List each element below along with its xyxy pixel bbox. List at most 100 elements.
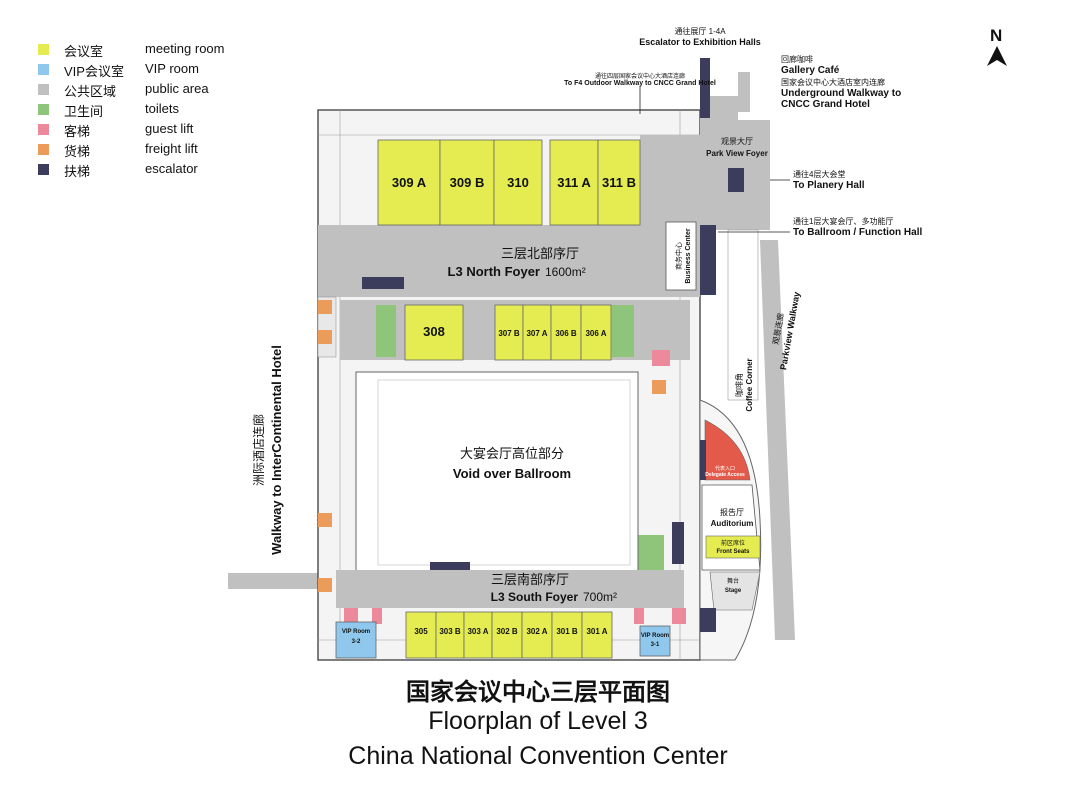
room-308[interactable] [404, 304, 464, 361]
room-label: 301 A [586, 627, 607, 636]
gallery-cafe-strip [738, 72, 750, 112]
coffee-en: Coffee Corner [745, 358, 754, 411]
room-label: 309 A [392, 175, 427, 190]
leader-lines [639, 86, 790, 233]
callout-cn: 通往4层大会堂 [793, 170, 846, 179]
room-label: 303 B [439, 627, 461, 636]
guest-lift-icon[interactable] [344, 608, 358, 624]
room-label: 308 [423, 324, 445, 339]
south-foyer-cn: 三层南部序厅 [491, 572, 569, 587]
guest-lift-icon[interactable] [634, 608, 644, 624]
room-label: 306 B [555, 329, 577, 338]
room-label: 302 B [496, 627, 518, 636]
business-center[interactable] [665, 221, 697, 291]
vip-label: VIP Room [342, 629, 370, 635]
vip-room-3-1[interactable] [639, 625, 671, 657]
callout-en: To Planery Hall [793, 180, 865, 191]
swatch-toilet [38, 104, 49, 115]
legend-cn: 货梯 [64, 144, 91, 159]
escalator-icon[interactable] [700, 225, 716, 295]
freight-lift-icon[interactable] [318, 330, 332, 344]
toilet-south-east[interactable] [638, 535, 664, 571]
south-foyer[interactable] [336, 570, 684, 608]
escalator-icon[interactable] [728, 168, 744, 192]
room-309b[interactable] [439, 139, 495, 226]
freight-lift-icon[interactable] [318, 578, 332, 592]
room-label: 306 A [585, 329, 606, 338]
swatch-vip [38, 64, 49, 75]
room-306a[interactable] [580, 304, 612, 361]
escalator-icon[interactable] [672, 522, 684, 564]
room-302a[interactable] [521, 611, 553, 659]
legend-en: toilets [145, 101, 179, 116]
room-label: 301 B [556, 627, 578, 636]
escalator-icon[interactable] [362, 277, 404, 289]
room-307b[interactable] [494, 304, 524, 361]
room-311a[interactable] [549, 139, 599, 226]
room-309a[interactable] [377, 139, 441, 226]
delegate-cn: 代表入口 [715, 465, 735, 472]
legend-en: guest lift [145, 121, 194, 136]
callout-en: Escalator to Exhibition Halls [639, 37, 761, 47]
legend-cn: 客梯 [64, 124, 91, 139]
south-foyer-en: L3 South Foyer [491, 590, 579, 604]
intercontinental-walkway[interactable] [228, 573, 328, 589]
freight-lift-icon[interactable] [318, 513, 332, 527]
legend-en: public area [145, 81, 209, 96]
escalator-icon[interactable] [700, 58, 710, 118]
legend-cn: 扶梯 [64, 164, 91, 179]
title-cn: 国家会议中心三层平面图 [406, 678, 670, 706]
room-307a[interactable] [522, 304, 552, 361]
legend-cn: 卫生间 [64, 104, 104, 119]
callout-cn: 回廊咖啡 [781, 55, 813, 64]
south-foyer-size: 700m² [583, 590, 617, 604]
swatch-meeting [38, 44, 49, 55]
toilet-east[interactable] [612, 305, 634, 357]
escalator-icon[interactable] [700, 440, 706, 480]
legend-en: freight lift [145, 141, 198, 156]
callout-en: CNCC Grand Hotel [781, 99, 870, 110]
void-inner-outline [377, 379, 631, 566]
callout-cn: 通往四层国家会议中心大酒店连廊 [594, 74, 685, 80]
toilet-west[interactable] [376, 305, 396, 357]
room-303b[interactable] [435, 611, 465, 659]
room-301b[interactable] [551, 611, 583, 659]
room-label: 310 [507, 175, 529, 190]
void-cn: 大宴会厅高位部分 [460, 446, 564, 461]
callout-cn: 通往1层大宴会厅、多功能厅 [793, 217, 894, 226]
legend-en: escalator [145, 161, 198, 176]
front-seats[interactable] [705, 535, 761, 559]
coffee-corner[interactable] [727, 229, 759, 401]
callout-ballroom: 通往1层大宴会厅、多功能厅 To Ballroom / Function Hal… [793, 216, 922, 238]
escalator-icon[interactable] [430, 562, 470, 570]
swatch-guest-lift [38, 124, 49, 135]
void-en: Void over Ballroom [453, 466, 571, 481]
intercontinental-en: Walkway to InterContinental Hotel [269, 345, 284, 555]
delegate-access[interactable] [704, 419, 751, 481]
freight-lift-icon[interactable] [318, 300, 332, 314]
auditorium-cn: 报告厅 [720, 507, 744, 517]
guest-lift-icon[interactable] [372, 608, 382, 624]
room-310[interactable] [493, 139, 543, 226]
business-cn: 商务中心 [674, 242, 683, 270]
freight-lift-icon[interactable] [652, 380, 666, 394]
room-301a[interactable] [581, 611, 613, 659]
callout-gallery: 回廊咖啡 Gallery Café 国家会议中心大酒店室内连廊 Undergro… [781, 54, 901, 110]
legend-item: 会议室 meeting room [38, 40, 258, 60]
room-303a[interactable] [463, 611, 493, 659]
legend-en: meeting room [145, 41, 225, 56]
room-311b[interactable] [597, 139, 641, 226]
room-label: 311 A [557, 175, 591, 190]
vip-label: 3-1 [651, 642, 660, 648]
parkview-walkway[interactable] [760, 240, 795, 640]
guest-lift-icon[interactable] [672, 608, 686, 624]
callout-cn: 国家会议中心大酒店室内连廊 [781, 78, 885, 87]
guest-lift-icon[interactable] [652, 350, 670, 366]
title-en-line1: Floorplan of Level 3 [428, 707, 648, 735]
room-label: 311 B [602, 175, 636, 190]
escalator-icon[interactable] [700, 608, 716, 632]
business-en: Business Center [685, 228, 692, 284]
vip-room-3-2[interactable] [335, 621, 377, 659]
